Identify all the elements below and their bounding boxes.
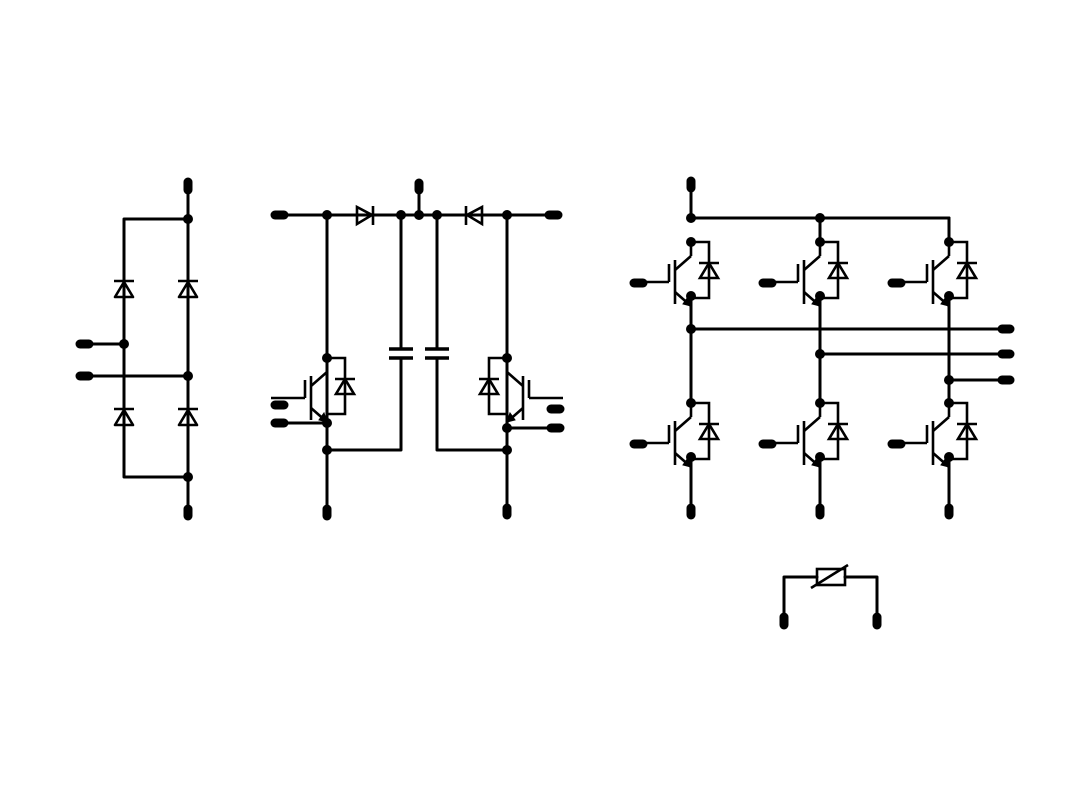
igbt-with-diode <box>762 240 850 308</box>
junction-dot <box>815 291 825 301</box>
diode <box>355 204 375 227</box>
rectifier-bridge <box>75 177 200 521</box>
boost-brake-stage <box>269 178 565 521</box>
junction-dot <box>944 398 954 408</box>
junction-dot <box>396 210 406 220</box>
junction-dot <box>944 237 954 247</box>
capacitor <box>389 347 413 360</box>
junction-dot <box>502 210 512 220</box>
junction-dot <box>322 418 332 428</box>
junction-dot <box>686 237 696 247</box>
junction-dot <box>686 398 696 408</box>
igbt-with-diode <box>633 240 721 308</box>
ntc-thermistor <box>815 567 847 587</box>
junction-dot <box>686 291 696 301</box>
junction-dot <box>119 339 129 349</box>
three-phase-inverter <box>629 176 1015 520</box>
thermistor <box>779 563 882 630</box>
igbt-with-diode <box>269 356 357 424</box>
junction-dot <box>815 213 825 223</box>
junction-dot <box>183 472 193 482</box>
junction-dot <box>183 371 193 381</box>
junction-dot <box>686 452 696 462</box>
junction-dot <box>502 353 512 363</box>
junction-dot <box>686 324 696 334</box>
igbt-with-diode <box>633 401 721 469</box>
junction-dot <box>322 445 332 455</box>
junction-dot <box>322 210 332 220</box>
junction-dot <box>502 423 512 433</box>
igbt-with-diode <box>891 240 979 308</box>
junction-dot <box>944 375 954 385</box>
capacitor <box>425 347 449 360</box>
junction-dot <box>414 210 424 220</box>
junction-dot <box>815 452 825 462</box>
junction-dot <box>815 237 825 247</box>
igbt-with-diode <box>762 401 850 469</box>
junction-dot <box>944 291 954 301</box>
junction-dot <box>815 398 825 408</box>
junction-dot <box>432 210 442 220</box>
diode <box>464 204 484 227</box>
junction-dot <box>686 213 696 223</box>
junction-dot <box>944 452 954 462</box>
junction-dot <box>322 353 332 363</box>
junction-dot <box>183 214 193 224</box>
junction-dot <box>502 445 512 455</box>
junction-dot <box>815 349 825 359</box>
igbt-with-diode <box>891 401 979 469</box>
